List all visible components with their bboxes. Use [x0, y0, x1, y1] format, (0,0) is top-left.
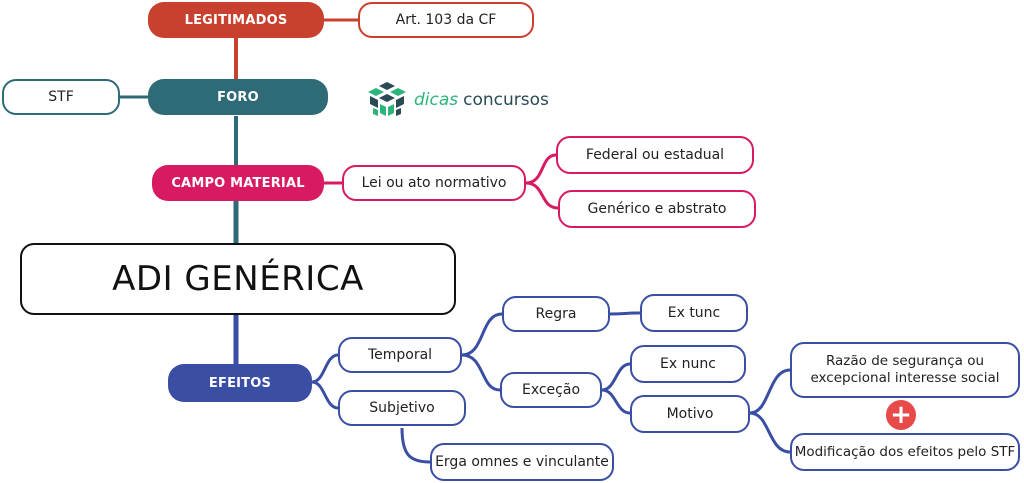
foro-node: FORO: [148, 79, 328, 115]
logo-word-dicas: dicas: [414, 90, 459, 110]
federal-estadual-node: Federal ou estadual: [556, 136, 754, 174]
excecao-node: Exceção: [500, 372, 602, 408]
stf-node: STF: [2, 79, 120, 115]
regra-node: Regra: [502, 296, 610, 332]
logo-word-concursos: concursos: [463, 90, 549, 110]
ex-tunc-node: Ex tunc: [640, 294, 748, 332]
dicas-concursos-logo: dicas concursos: [366, 80, 549, 120]
add-plus-icon[interactable]: +: [886, 400, 916, 430]
motivo-node: Motivo: [630, 395, 750, 433]
cube-logo-icon: [368, 82, 406, 116]
subjetivo-node: Subjetivo: [338, 390, 466, 426]
art-103-node: Art. 103 da CF: [358, 2, 534, 38]
generico-abstrato-node: Genérico e abstrato: [558, 190, 756, 228]
erga-omnes-node: Erga omnes e vinculante: [430, 443, 614, 481]
campo-material-node: CAMPO MATERIAL: [152, 165, 324, 201]
ex-nunc-node: Ex nunc: [630, 345, 746, 383]
modificacao-efeitos-node: Modificação dos efeitos pelo STF: [790, 433, 1020, 471]
legitimados-node: LEGITIMADOS: [148, 2, 324, 38]
efeitos-node: EFEITOS: [168, 364, 312, 402]
razao-seguranca-node: Razão de segurança ou excepcional intere…: [790, 342, 1020, 398]
temporal-node: Temporal: [338, 337, 462, 373]
lei-ato-normativo-node: Lei ou ato normativo: [342, 165, 526, 201]
central-topic: ADI GENÉRICA: [20, 243, 456, 315]
